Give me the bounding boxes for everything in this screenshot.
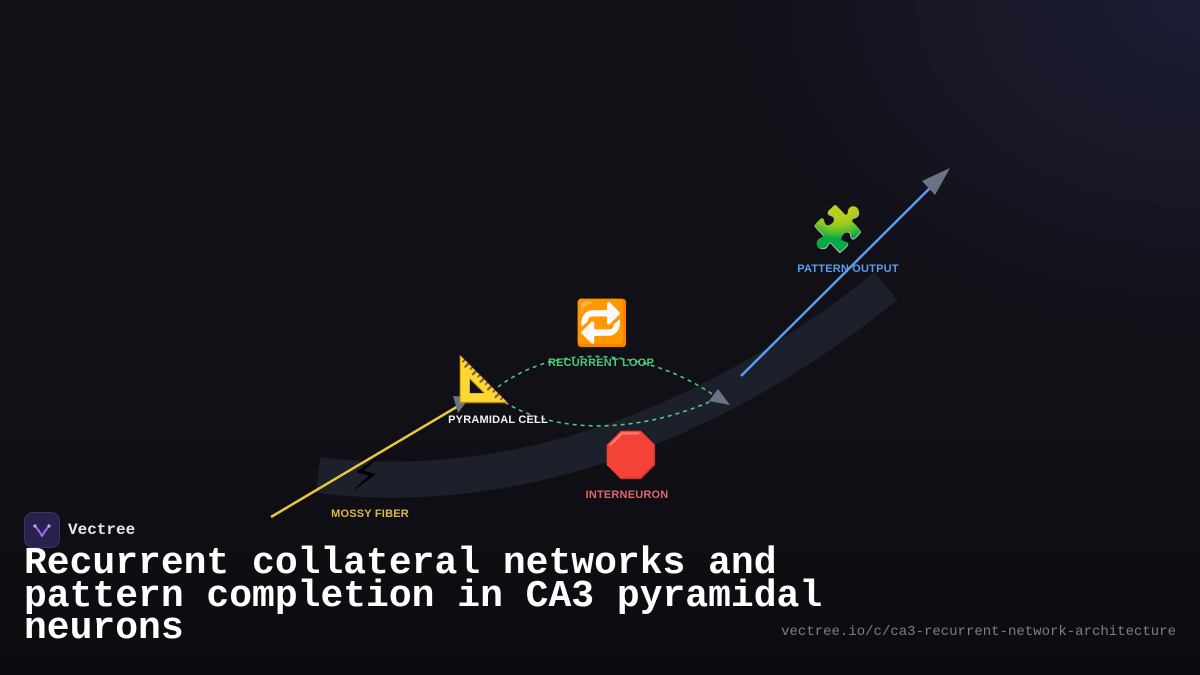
mossy-fiber-connector <box>270 403 461 519</box>
triangular-ruler-icon: 📐 <box>456 354 512 405</box>
recurrent-loop-connector-lower <box>497 397 719 427</box>
source-url[interactable]: vectree.io/c/ca3-recurrent-network-archi… <box>781 624 1176 640</box>
recurrent-loop-connector-upper <box>497 355 719 399</box>
lightning-icon: ⚡ <box>350 450 382 501</box>
page-title: Recurrent collateral networks and patter… <box>24 542 823 650</box>
brand: Vectree <box>24 512 135 548</box>
recurrent-loop-label: RECURRENT LOOP <box>547 357 655 369</box>
pyramidal-cell-label: PYRAMIDAL CELL <box>448 414 548 426</box>
mossy-fiber-label: MOSSY FIBER <box>331 508 409 520</box>
puzzle-piece-icon: 🧩 <box>810 204 866 255</box>
pattern-output-label: PATTERN OUTPUT <box>797 263 899 275</box>
brand-name: Vectree <box>68 521 136 539</box>
recurrent-loop-arrowhead <box>709 389 730 405</box>
vectree-logo-icon <box>24 512 60 548</box>
flow-band <box>315 271 898 498</box>
pattern-output-connector <box>740 182 936 377</box>
repeat-icon: 🔁 <box>574 298 630 349</box>
pattern-output-arrowhead <box>922 168 950 195</box>
stop-sign-icon: 🛑 <box>603 430 659 481</box>
pyramidal-arrowhead <box>453 396 470 413</box>
interneuron-label: INTERNEURON <box>585 489 669 501</box>
